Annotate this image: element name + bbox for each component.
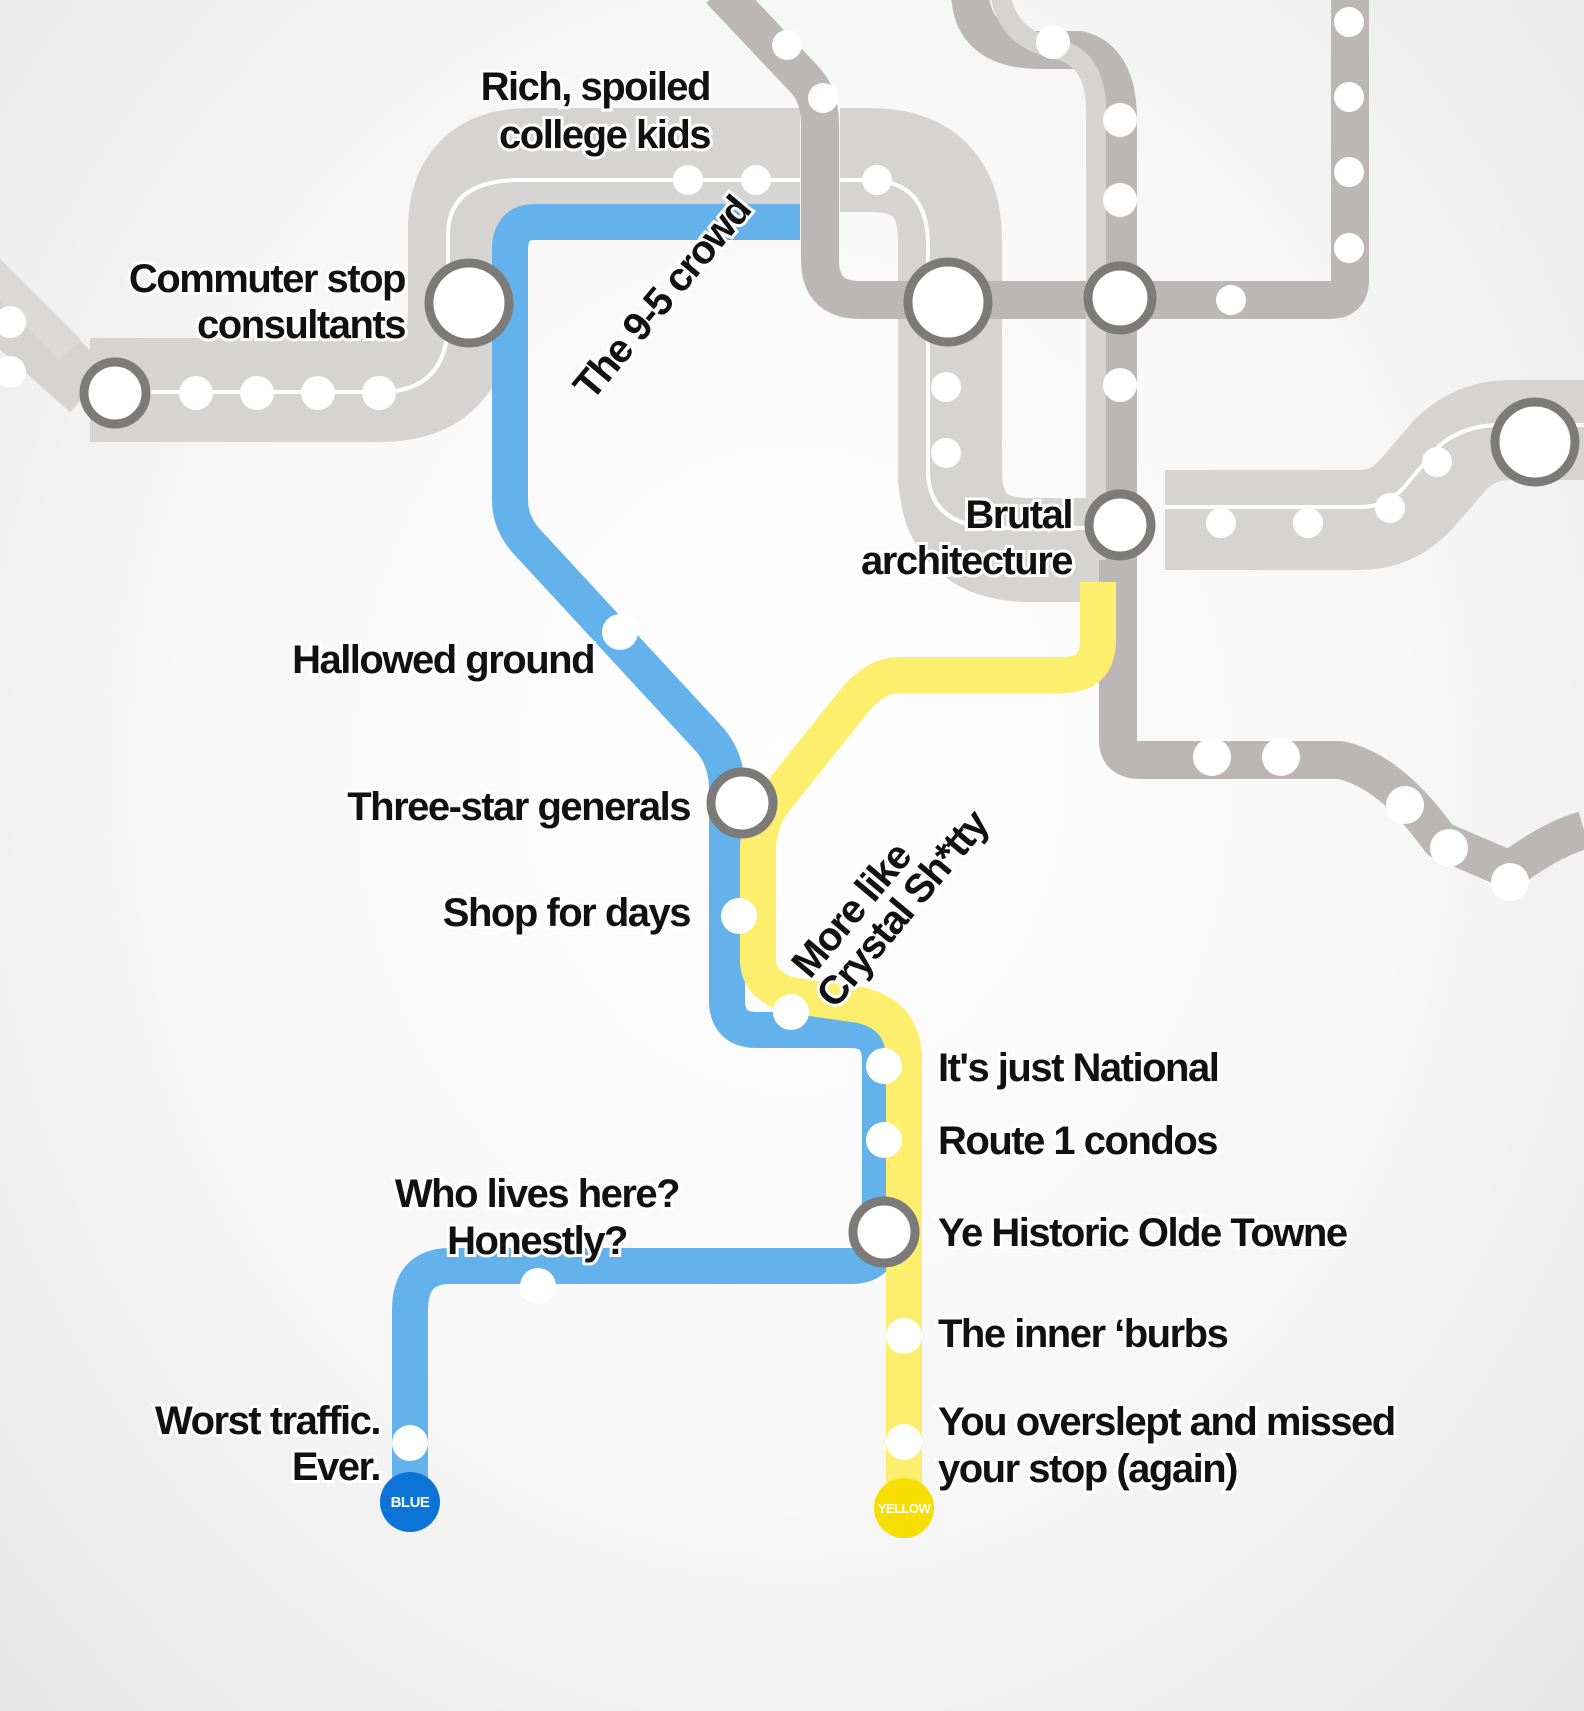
station-labels: Rich, spoiled college kids Commuter stop… (126, 62, 1399, 1494)
blue-line-badge: BLUE (380, 1472, 440, 1532)
route-stops (392, 614, 922, 1461)
transfer-commuter (424, 258, 514, 348)
stop-inner-burbs (886, 1318, 922, 1354)
transfer-stations (79, 257, 1580, 1268)
label-commuter-2: consultants (197, 303, 405, 347)
svg-text:YELLOW: YELLOW (878, 1501, 932, 1516)
blue-line (392, 204, 898, 1480)
gray-line-band-right (818, 108, 1100, 602)
label-rich-kids-2: college kids (499, 113, 710, 157)
transfer-brutal (1084, 489, 1156, 561)
transfer-olde-towne (848, 1196, 920, 1268)
label-who-lives-2: Honestly? (447, 1219, 627, 1263)
stop-route1 (866, 1122, 902, 1158)
label-hallowed: Hallowed ground (292, 638, 594, 682)
gray-line-left-diagonal-2 (0, 259, 81, 361)
label-brutal-2: architecture (861, 539, 1072, 583)
label-three-star: Three-star generals (347, 785, 690, 829)
label-inner-burbs: The inner ‘burbs (938, 1312, 1228, 1356)
label-national: It's just National (938, 1046, 1218, 1090)
label-commuter-1: Commuter stop (129, 257, 405, 301)
label-brutal-1: Brutal (965, 493, 1072, 537)
stop-who-lives (520, 1268, 556, 1304)
label-olde-towne: Ye Historic Olde Towne (938, 1211, 1347, 1255)
transfer-three-star (706, 767, 778, 839)
stop-shop-for-days (721, 898, 757, 934)
gray-stops (0, 7, 1529, 901)
label-shop: Shop for days (443, 891, 690, 935)
label-worst-traffic-2: Ever. (292, 1445, 380, 1489)
stop-worst-traffic (392, 1425, 428, 1461)
label-overslept-1: You overslept and missed (938, 1400, 1395, 1444)
stop-hallowed-ground (602, 614, 638, 650)
label-overslept-2: your stop (again) (938, 1447, 1237, 1491)
label-route1: Route 1 condos (938, 1119, 1217, 1163)
label-who-lives-1: Who lives here? (395, 1172, 679, 1216)
stop-overslept (886, 1424, 922, 1460)
stop-crystal (773, 994, 809, 1030)
stop-national (866, 1048, 902, 1084)
label-rich-kids-1: Rich, spoiled (481, 65, 710, 109)
yellow-line-badge: YELLOW (874, 1478, 934, 1538)
gray-line-top-vertical-inner (991, 0, 1106, 560)
svg-text:BLUE: BLUE (391, 1494, 430, 1511)
gray-line-east-divider (1165, 423, 1584, 509)
gray-line-band-right-divider (840, 178, 1100, 530)
label-worst-traffic-1: Worst traffic. (155, 1399, 380, 1443)
